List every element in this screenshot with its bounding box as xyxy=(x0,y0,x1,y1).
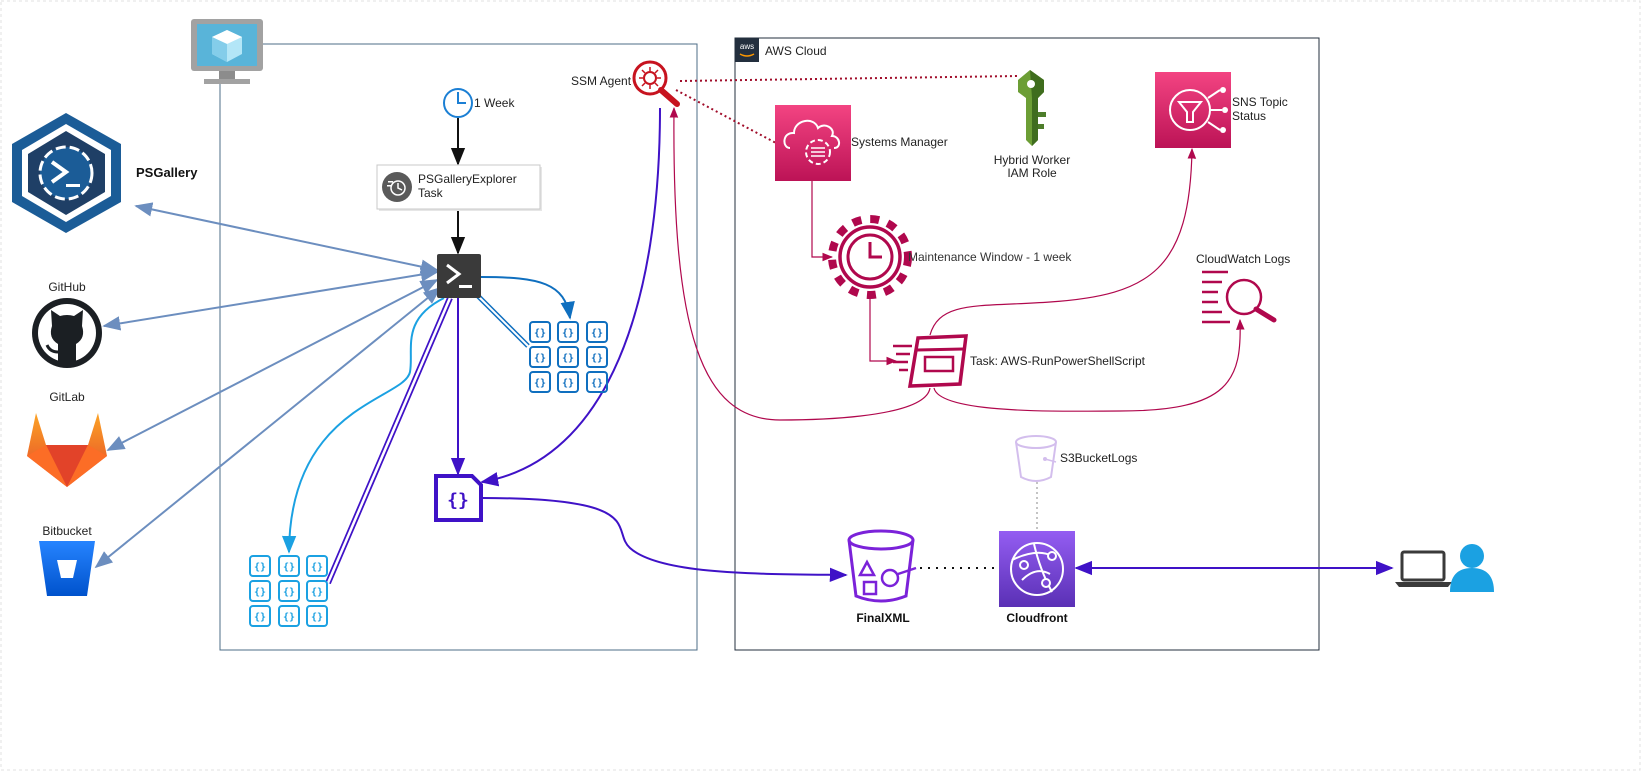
virtual-machine-icon xyxy=(191,19,263,84)
svg-text:{}: {} xyxy=(591,353,603,364)
json-glyphs-cyan: {} {} {} {} {} {} {} {} {} xyxy=(254,562,323,623)
hybrid-worker-label-line1: Hybrid Worker xyxy=(994,153,1070,167)
cloudwatch-logs-label: CloudWatch Logs xyxy=(1196,252,1290,266)
cloudfront-icon xyxy=(999,531,1075,607)
cloudwatch-logs-icon xyxy=(1202,270,1277,324)
aws-logo-icon: aws xyxy=(735,38,759,62)
task-scheduler-icon xyxy=(382,172,412,202)
svg-text:{}: {} xyxy=(311,612,323,623)
aws-cloud-label: AWS Cloud xyxy=(765,44,827,58)
link-blue-cluster-inner xyxy=(477,295,529,347)
connector-sm-maintenance xyxy=(811,181,834,262)
maintenance-window-gear-icon xyxy=(828,215,912,299)
ssm-agent-icon xyxy=(632,60,680,107)
schedule-label: 1 Week xyxy=(474,96,515,110)
dotted-ssm-systems-manager xyxy=(675,89,777,144)
clock-icon xyxy=(443,88,473,118)
svg-text:{}: {} xyxy=(534,378,546,389)
sns-topic-icon xyxy=(1155,72,1231,148)
bitbucket-label: Bitbucket xyxy=(42,524,92,538)
svg-text:{}: {} xyxy=(254,562,266,573)
cloudfront-label: Cloudfront xyxy=(1006,611,1067,625)
run-command-task-icon xyxy=(893,334,968,388)
s3-finalxml-bucket-icon xyxy=(847,529,917,603)
ssm-agent-label: SSM Agent xyxy=(571,74,632,88)
github-icon xyxy=(32,298,102,368)
svg-text:{}: {} xyxy=(562,353,574,364)
task-label-line1: PSGalleryExplorer xyxy=(418,172,517,186)
iam-role-key-icon xyxy=(1018,70,1046,146)
github-label: GitHub xyxy=(48,280,86,294)
final-json-file-icon: {} xyxy=(434,474,483,522)
psgallery-icon xyxy=(12,113,121,233)
connector-bitbucket xyxy=(94,286,442,569)
scheduled-task-box xyxy=(376,164,542,211)
connector-task-cloudwatch xyxy=(933,318,1245,412)
connector-maintenance-task xyxy=(869,294,898,366)
hybrid-worker-label-line2: IAM Role xyxy=(1007,166,1057,180)
svg-text:{}: {} xyxy=(534,328,546,339)
psgallery-label: PSGallery xyxy=(136,165,198,180)
sns-label-line1: SNS Topic xyxy=(1232,95,1288,109)
powershell-icon xyxy=(437,254,481,298)
user-icon xyxy=(1450,544,1494,592)
connector-json-s3 xyxy=(481,497,848,583)
svg-text:{}: {} xyxy=(311,562,323,573)
connector-psgallery xyxy=(134,202,439,274)
link-cyan-cluster-inner xyxy=(326,297,452,584)
svg-text:{}: {} xyxy=(254,612,266,623)
json-glyphs-blue: {} {} {} {} {} {} {} {} {} xyxy=(534,328,603,389)
svg-text:{}: {} xyxy=(283,612,295,623)
aws-cloud-boundary xyxy=(734,37,1320,651)
run-task-label: Task: AWS-RunPowerShellScript xyxy=(970,354,1146,368)
connector-powershell-blue-cluster xyxy=(480,276,575,320)
svg-text:aws: aws xyxy=(740,42,754,51)
systems-manager-icon xyxy=(775,105,851,181)
connector-cyan-cluster xyxy=(281,297,445,554)
svg-text:{}: {} xyxy=(254,587,266,598)
laptop-icon xyxy=(1395,550,1452,587)
connector-task-sns xyxy=(929,147,1197,336)
svg-text:{}: {} xyxy=(562,378,574,389)
svg-text:{}: {} xyxy=(283,587,295,598)
finalxml-label: FinalXML xyxy=(856,611,909,625)
maintenance-window-label: Maintenance Window - 1 week xyxy=(908,250,1072,264)
svg-text:{}: {} xyxy=(591,378,603,389)
svg-text:{}: {} xyxy=(534,353,546,364)
svg-text:{}: {} xyxy=(562,328,574,339)
svg-text:{}: {} xyxy=(311,587,323,598)
dotted-ssm-hybrid-worker xyxy=(679,75,1019,82)
s3-logs-label: S3BucketLogs xyxy=(1060,451,1137,465)
bitbucket-icon xyxy=(39,541,95,596)
connector-github xyxy=(102,267,439,331)
svg-text:{}: {} xyxy=(283,562,295,573)
gitlab-label: GitLab xyxy=(49,390,85,404)
task-label-line2: Task xyxy=(418,186,444,200)
sns-label-line2: Status xyxy=(1232,109,1266,123)
connector-task-ssm xyxy=(669,106,931,421)
systems-manager-label: Systems Manager xyxy=(851,135,948,149)
svg-text:{}: {} xyxy=(447,490,469,511)
connector-ssm-json xyxy=(480,107,661,487)
s3-logs-bucket-icon xyxy=(1015,435,1057,482)
gitlab-icon xyxy=(27,413,107,487)
svg-text:{}: {} xyxy=(591,328,603,339)
